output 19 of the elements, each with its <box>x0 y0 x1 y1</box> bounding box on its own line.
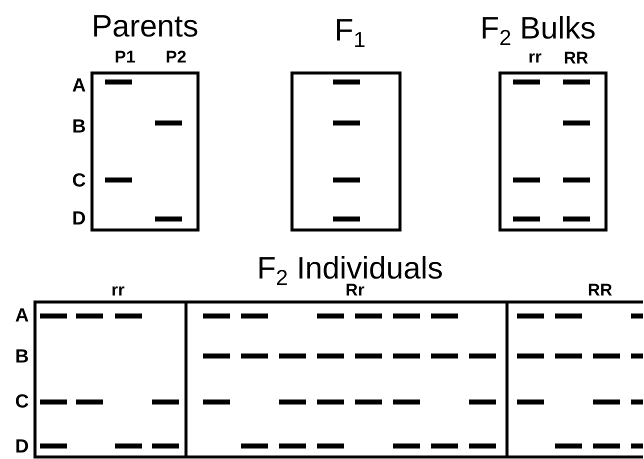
lane-label: P1 <box>114 48 136 66</box>
row-label: C <box>72 172 86 190</box>
row-label: D <box>72 210 86 228</box>
lane-label: rr <box>528 48 542 66</box>
row-label: A <box>15 306 29 326</box>
panel-title: F$_{2}$ Bulks <box>480 12 596 44</box>
row-label: B <box>72 118 86 136</box>
panel-title: F$_{1}$ <box>334 14 366 46</box>
row-label: C <box>15 392 29 412</box>
lane-label: RR <box>588 282 612 298</box>
row-label: A <box>72 76 86 96</box>
row-label: B <box>15 348 29 366</box>
panel-title: Parents <box>92 10 198 42</box>
lane-label: Rr <box>346 282 364 298</box>
lane-label: P2 <box>166 48 186 66</box>
panel-title: F$_{2}$ Individuals <box>256 252 444 284</box>
row-label: D <box>15 438 29 456</box>
lane-label: RR <box>564 50 588 66</box>
lane-label: rr <box>111 282 125 298</box>
